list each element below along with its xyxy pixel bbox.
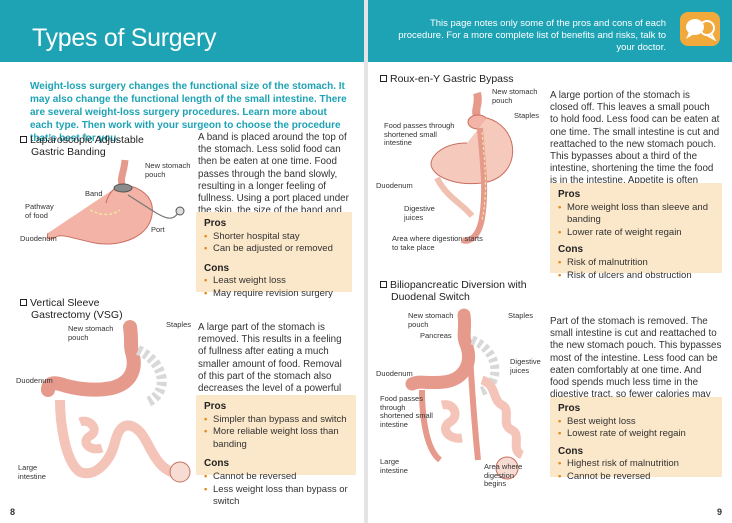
gastric-banding-illustration <box>47 159 185 245</box>
cons-list: Risk of malnutrition Risk of ulcers and … <box>558 257 714 282</box>
label-digestive-juices: Digestive juices <box>404 204 435 222</box>
label-staples: Staples <box>508 311 534 320</box>
banding-pros-cons: Pros Shorter hospital stay Can be adjust… <box>196 212 352 300</box>
label-new-pouch: New stomach pouch <box>492 87 538 105</box>
label-digestion-area: Area where digestion begins <box>484 462 523 488</box>
list-item: Risk of ulcers and obstruction <box>558 270 714 283</box>
label-new-pouch: New stomach pouch <box>408 311 454 329</box>
roux-en-y-illustration <box>430 91 514 244</box>
banner-note: This page notes only some of the pros an… <box>398 18 666 53</box>
list-item: Least weight loss <box>204 275 344 288</box>
cons-heading: Cons <box>204 458 229 470</box>
vsg-illustration <box>41 320 191 483</box>
label-duodenum: Duodenum <box>20 234 57 243</box>
list-item: Less weight loss than bypass or switch <box>204 484 348 509</box>
list-item: Highest risk of malnutrition <box>558 458 714 471</box>
list-item: More weight loss than sleeve and banding <box>558 202 714 227</box>
left-page: Types of Surgery Weight-loss surgery cha… <box>0 0 364 523</box>
list-item: Cannot be reversed <box>558 471 714 484</box>
label-duodenum: Duodenum <box>16 376 53 385</box>
checkbox-icon <box>20 136 27 143</box>
list-item: Lowest rate of weight regain <box>558 428 714 441</box>
page-number-right: 9 <box>716 507 722 517</box>
section-title-banding: Laparoscopic Adjustable Gastric Banding <box>20 134 144 158</box>
cons-list: Highest risk of malnutrition Cannot be r… <box>558 458 714 483</box>
label-duodenum: Duodenum <box>376 369 413 378</box>
cons-heading: Cons <box>558 445 583 457</box>
list-item: Simpler than bypass and switch <box>204 414 348 427</box>
list-item: Cannot be reversed <box>204 471 348 484</box>
label-new-pouch: New stomach pouch <box>68 324 114 342</box>
label-pathway: Pathway of food <box>25 202 54 220</box>
section-title-roux: Roux-en-Y Gastric Bypass <box>380 73 514 85</box>
label-pancreas: Pancreas <box>420 331 452 340</box>
cons-list: Cannot be reversed Less weight loss than… <box>204 471 348 509</box>
list-item: Best weight loss <box>558 416 714 429</box>
label-port: Port <box>151 225 165 234</box>
intro-text: Weight-loss surgery changes the function… <box>30 81 347 144</box>
pros-heading: Pros <box>558 403 581 414</box>
cons-heading: Cons <box>204 262 229 274</box>
checkbox-icon <box>20 299 27 306</box>
pros-list: Simpler than bypass and switch More reli… <box>204 414 348 452</box>
pros-heading: Pros <box>204 218 227 229</box>
right-banner: This page notes only some of the pros an… <box>368 0 732 62</box>
label-digestion-area: Area where digestion starts to take plac… <box>392 234 483 252</box>
right-page: This page notes only some of the pros an… <box>368 0 732 523</box>
label-duodenum: Duodenum <box>376 181 413 190</box>
label-large-intestine: Large intestine <box>18 463 46 481</box>
duodenal-switch-illustration <box>405 308 525 480</box>
label-food-passes: Food passes through shortened small inte… <box>380 394 433 429</box>
list-item: Risk of malnutrition <box>558 257 714 270</box>
label-food-passes: Food passes through shortened small inte… <box>384 121 455 147</box>
checkbox-icon <box>380 75 387 82</box>
pros-list: Best weight loss Lowest rate of weight r… <box>558 416 714 441</box>
left-banner: Types of Surgery <box>0 0 364 62</box>
list-item: More reliable weight loss than banding <box>204 426 348 451</box>
section-title-bpd: Biliopancreatic Diversion with Duodenal … <box>380 279 527 303</box>
list-item: Can be adjusted or removed <box>204 243 344 256</box>
label-large-intestine: Large intestine <box>380 457 408 475</box>
label-digestive-juices: Digestive juices <box>510 357 541 375</box>
label-band: Band <box>85 189 103 198</box>
label-new-pouch: New stomach pouch <box>145 161 191 179</box>
page-number-left: 8 <box>10 507 16 517</box>
bpd-pros-cons: Pros Best weight loss Lowest rate of wei… <box>550 397 722 483</box>
pros-list: Shorter hospital stay Can be adjusted or… <box>204 231 344 256</box>
list-item: May require revision surgery <box>204 288 344 301</box>
speech-bubbles-icon <box>680 12 720 46</box>
list-item: Shorter hospital stay <box>204 231 344 244</box>
vsg-pros-cons: Pros Simpler than bypass and switch More… <box>196 395 356 507</box>
label-staples: Staples <box>514 111 540 120</box>
cons-heading: Cons <box>558 244 583 256</box>
roux-pros-cons: Pros More weight loss than sleeve and ba… <box>550 183 722 282</box>
gutter <box>364 0 368 523</box>
pros-list: More weight loss than sleeve and banding… <box>558 202 714 240</box>
section-title-vsg: Vertical Sleeve Gastrectomy (VSG) <box>20 297 123 321</box>
label-staples: Staples <box>166 320 192 329</box>
pros-heading: Pros <box>558 189 581 200</box>
pros-heading: Pros <box>204 401 227 412</box>
cons-list: Least weight loss May require revision s… <box>204 275 344 300</box>
checkbox-icon <box>380 281 387 288</box>
page-title: Types of Surgery <box>32 24 217 52</box>
list-item: Lower rate of weight regain <box>558 227 714 240</box>
